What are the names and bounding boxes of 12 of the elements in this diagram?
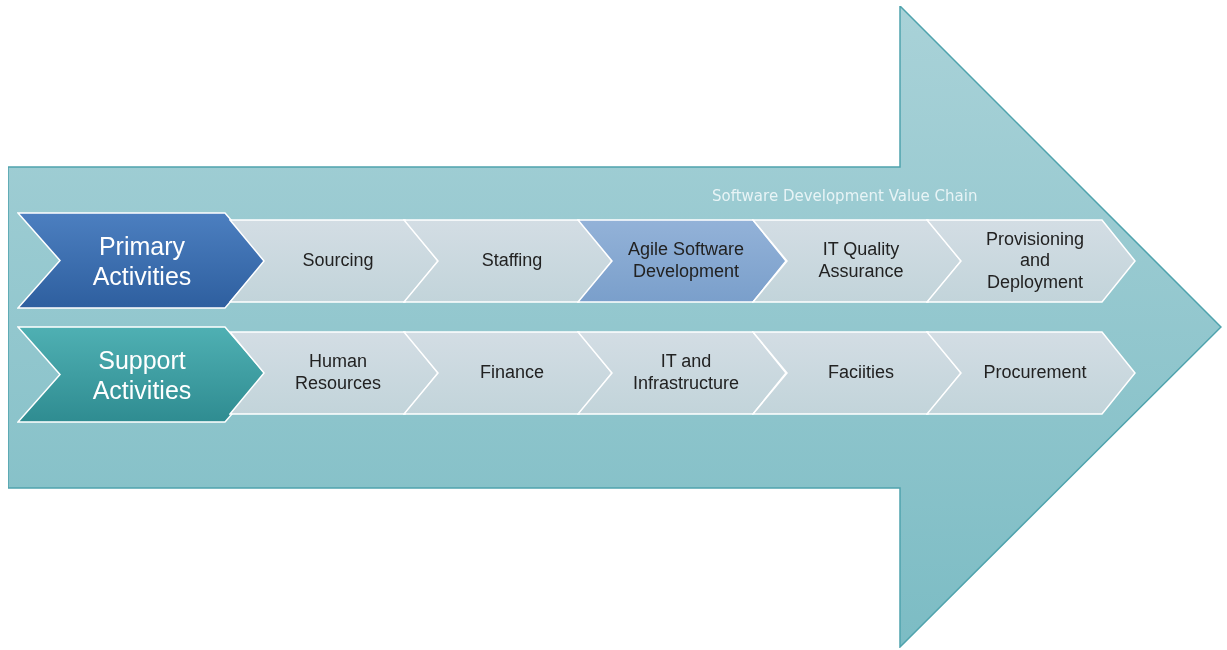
process-step: IT and Infrastructure: [577, 331, 787, 415]
process-step: Procurement: [926, 331, 1136, 415]
process-step: Sourcing: [229, 219, 439, 303]
process-step: Human Resources: [229, 331, 439, 415]
process-step: Provisioning and Deployment: [926, 219, 1136, 303]
chain-title: Software Development Value Chain: [712, 187, 978, 205]
process-step: Faciities: [752, 331, 962, 415]
process-step: IT Quality Assurance: [752, 219, 962, 303]
process-step: Staffing: [403, 219, 613, 303]
process-step: Agile Software Development: [577, 219, 787, 303]
value-chain-arrow: [8, 6, 1222, 648]
process-step: Finance: [403, 331, 613, 415]
